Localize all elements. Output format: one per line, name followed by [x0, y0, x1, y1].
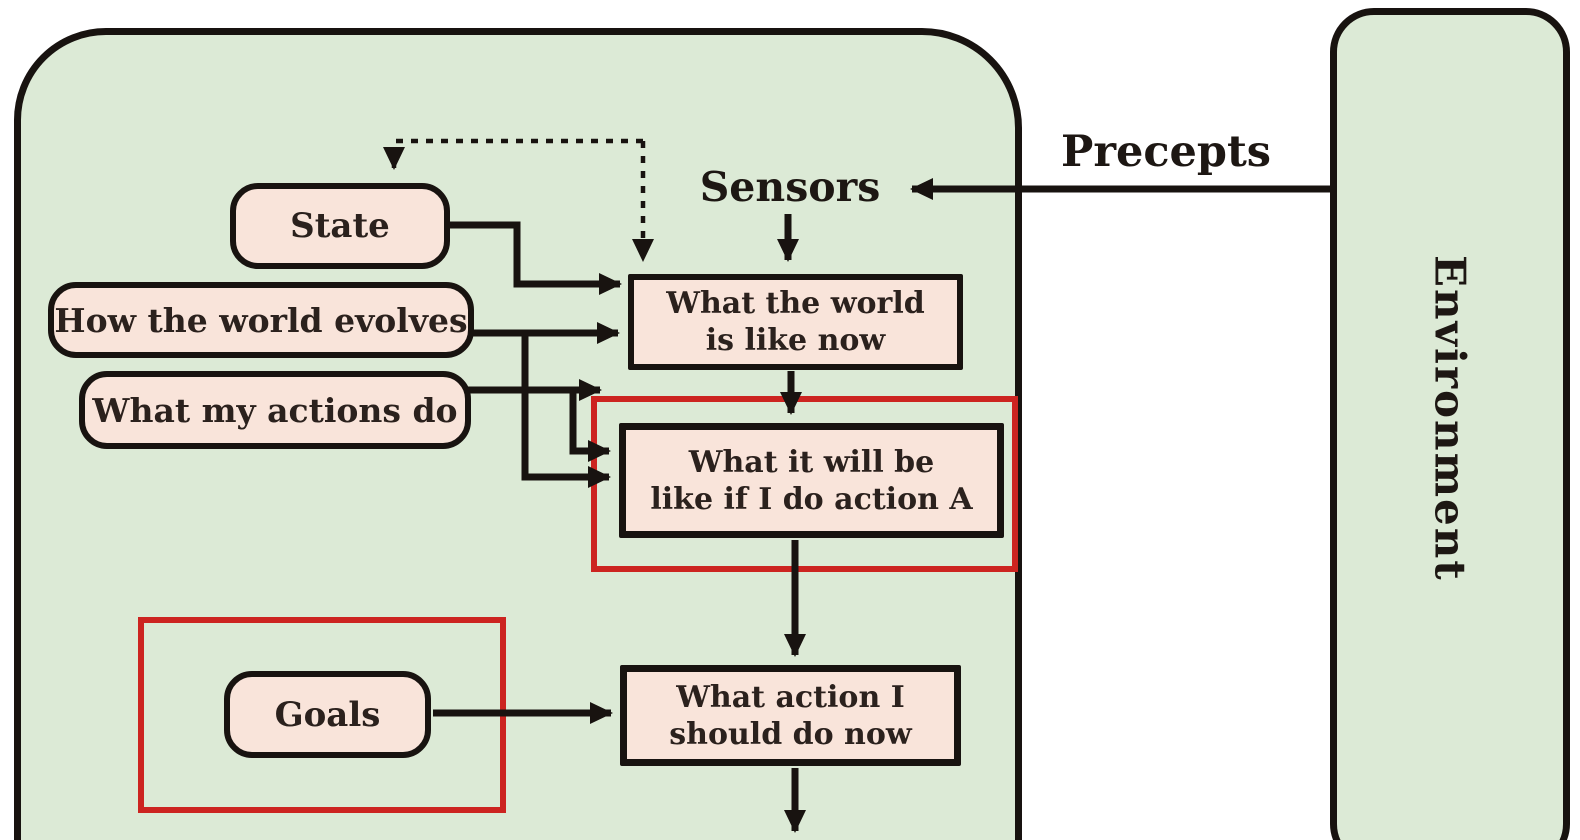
state-node: State: [230, 183, 450, 269]
world-now-line2: is like now: [705, 323, 886, 358]
how-evolves-to-action-result-arrow: [521, 333, 611, 488]
environment-label-wrap: Environment: [1337, 255, 1563, 582]
action-choice-node: What action I should do now: [620, 665, 961, 766]
action-result-line2: like if I do action A: [650, 481, 973, 517]
sensors-label: Sensors: [699, 163, 881, 211]
what-my-actions-do-label: What my actions do: [92, 390, 458, 430]
goals-node: Goals: [224, 671, 431, 758]
goals-label: Goals: [274, 694, 381, 735]
action-choice-line1: What action I: [676, 679, 905, 715]
world-now-line1: What the world: [666, 286, 925, 321]
feedback-dashed-to-state-arrow: [383, 138, 643, 170]
what-my-actions-do-node: What my actions do: [79, 371, 471, 449]
how-world-evolves-label: How the world evolves: [54, 300, 468, 340]
how-world-evolves-node: How the world evolves: [48, 282, 474, 358]
environment-label: Environment: [1425, 255, 1475, 582]
environment-panel: Environment: [1330, 8, 1570, 840]
world-now-node: What the world is like now: [628, 274, 963, 370]
state-node-label: State: [290, 206, 390, 246]
action-result-node: What it will be like if I do action A: [619, 423, 1004, 538]
action-result-line1: What it will be: [688, 444, 935, 480]
action-choice-line2: should do now: [669, 716, 912, 752]
precepts-label: Precepts: [1060, 127, 1272, 177]
state-to-world-arrow: [443, 221, 622, 295]
actions-do-to-action-result-lower-arrow: [569, 390, 611, 462]
